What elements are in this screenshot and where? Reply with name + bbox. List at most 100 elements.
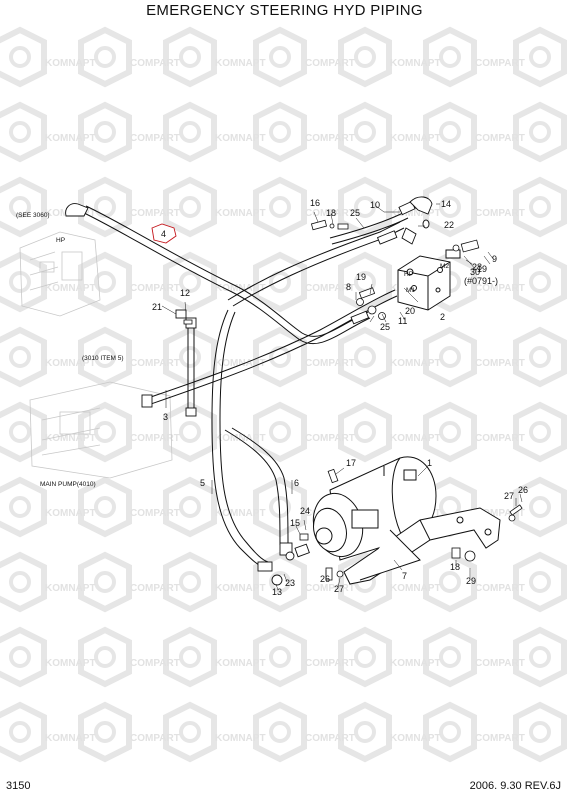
hose-lines xyxy=(81,205,409,569)
svg-text:COMPART: COMPART xyxy=(475,58,525,69)
svg-text:COMPART: COMPART xyxy=(305,208,355,219)
callout-29: 29 xyxy=(466,576,476,586)
svg-text:COMPART: COMPART xyxy=(130,58,180,69)
callout-1: 1 xyxy=(427,458,432,468)
mounting-bracket xyxy=(343,507,501,585)
note-serial: (#0791-) xyxy=(464,276,498,286)
callout-7: 7 xyxy=(402,571,407,581)
svg-text:COMPART: COMPART xyxy=(130,658,180,669)
callout-8: 8 xyxy=(346,282,351,292)
svg-text:COMPART: COMPART xyxy=(475,283,525,294)
page-title: EMERGENCY STEERING HYD PIPING xyxy=(146,2,423,19)
port-m2-label: M2 xyxy=(440,263,449,270)
svg-text:COMPART: COMPART xyxy=(130,733,180,744)
callout-2: 2 xyxy=(440,312,445,322)
svg-text:KOMNAPT: KOMNAPT xyxy=(45,358,96,369)
svg-text:KOMNAPT: KOMNAPT xyxy=(215,58,266,69)
svg-text:KOMNAPT: KOMNAPT xyxy=(215,583,266,594)
svg-text:KOMNAPT: KOMNAPT xyxy=(45,583,96,594)
page-number: 3150 xyxy=(6,780,31,792)
svg-text:COMPART: COMPART xyxy=(475,358,525,369)
callout-19-b: 19 xyxy=(477,264,487,274)
callout-25-b: 25 xyxy=(380,322,390,332)
svg-text:COMPART: COMPART xyxy=(475,208,525,219)
watermark-words: KOMNAPT COMPART KOMNAPT COMPART KOMNAPT … xyxy=(45,58,525,744)
bolts xyxy=(183,319,523,581)
note-main-pump: MAIN PUMP(4010) xyxy=(40,481,96,488)
svg-text:COMPART: COMPART xyxy=(305,658,355,669)
callout-24: 24 xyxy=(300,506,310,516)
note-see-3060: (SEE 3060) xyxy=(16,212,50,219)
callout-11: 11 xyxy=(398,316,407,326)
svg-text:KOMNAPT: KOMNAPT xyxy=(390,58,441,69)
svg-text:COMPART: COMPART xyxy=(305,283,355,294)
svg-text:COMPART: COMPART xyxy=(130,358,180,369)
svg-text:KOMNAPT: KOMNAPT xyxy=(215,658,266,669)
callout-30: 30 xyxy=(470,267,480,277)
svg-text:KOMNAPT: KOMNAPT xyxy=(215,358,266,369)
port-p-label: HP xyxy=(404,271,413,278)
callout-12: 12 xyxy=(180,288,190,298)
callout-28: 28 xyxy=(472,262,482,272)
svg-text:KOMNAPT: KOMNAPT xyxy=(390,433,441,444)
svg-text:COMPART: COMPART xyxy=(305,133,355,144)
svg-text:COMPART: COMPART xyxy=(130,208,180,219)
callout-14: 14 xyxy=(441,199,451,209)
pump-outline xyxy=(19,231,173,479)
svg-text:COMPART: COMPART xyxy=(130,583,180,594)
callout-18-a: 18 xyxy=(326,208,336,218)
svg-text:KOMNAPT: KOMNAPT xyxy=(390,733,441,744)
callouts: 1 2 3 4 5 6 7 8 9 10 11 12 13 14 15 16 1… xyxy=(152,198,528,597)
note-item-3010: (3010 ITEM 5) xyxy=(82,355,124,362)
callout-5: 5 xyxy=(200,478,205,488)
svg-text:KOMNAPT: KOMNAPT xyxy=(390,583,441,594)
callout-4: 4 xyxy=(161,229,166,239)
callout-23: 23 xyxy=(285,578,295,588)
emergency-pump-motor xyxy=(312,456,437,561)
valve-block xyxy=(397,249,461,311)
callout-6: 6 xyxy=(294,478,299,488)
callout-20: 20 xyxy=(405,306,415,316)
callout-3: 3 xyxy=(163,412,168,422)
callout-27-b: 27 xyxy=(504,491,514,501)
svg-text:COMPART: COMPART xyxy=(475,133,525,144)
svg-text:COMPART: COMPART xyxy=(475,433,525,444)
callout-27-a: 27 xyxy=(334,584,344,594)
svg-text:COMPART: COMPART xyxy=(305,433,355,444)
svg-text:KOMNAPT: KOMNAPT xyxy=(390,133,441,144)
callout-18-b: 18 xyxy=(450,562,460,572)
svg-text:KOMNAPT: KOMNAPT xyxy=(45,133,96,144)
callout-15: 15 xyxy=(290,518,300,528)
svg-text:COMPART: COMPART xyxy=(305,58,355,69)
svg-text:COMPART: COMPART xyxy=(475,733,525,744)
svg-text:KOMNAPT: KOMNAPT xyxy=(45,508,96,519)
callout-13: 13 xyxy=(272,587,282,597)
callout-22: 22 xyxy=(444,220,454,230)
svg-text:KOMNAPT: KOMNAPT xyxy=(215,508,266,519)
svg-text:KOMNAPT: KOMNAPT xyxy=(45,283,96,294)
port-m1-label: M1 xyxy=(406,287,415,294)
svg-text:KOMNAPT: KOMNAPT xyxy=(390,358,441,369)
svg-text:COMPART: COMPART xyxy=(130,508,180,519)
callout-17: 17 xyxy=(346,458,356,468)
svg-text:KOMNAPT: KOMNAPT xyxy=(390,208,441,219)
svg-text:COMPART: COMPART xyxy=(475,658,525,669)
valve-hardware xyxy=(310,219,480,320)
svg-text:KOMNAPT: KOMNAPT xyxy=(45,433,96,444)
note-hp: HP xyxy=(56,237,65,244)
leader-lines xyxy=(161,203,523,591)
svg-text:KOMNAPT: KOMNAPT xyxy=(45,658,96,669)
svg-text:COMPART: COMPART xyxy=(475,508,525,519)
svg-text:KOMNAPT: KOMNAPT xyxy=(215,733,266,744)
callout-4-hexagon xyxy=(151,223,177,244)
callout-19-a: 19 xyxy=(356,272,366,282)
svg-text:COMPART: COMPART xyxy=(130,133,180,144)
svg-text:COMPART: COMPART xyxy=(305,583,355,594)
svg-text:COMPART: COMPART xyxy=(305,358,355,369)
callout-10: 10 xyxy=(370,200,380,210)
svg-text:KOMNAPT: KOMNAPT xyxy=(215,208,266,219)
svg-text:KOMNAPT: KOMNAPT xyxy=(215,433,266,444)
svg-text:KOMNAPT: KOMNAPT xyxy=(390,658,441,669)
fittings xyxy=(65,196,433,586)
